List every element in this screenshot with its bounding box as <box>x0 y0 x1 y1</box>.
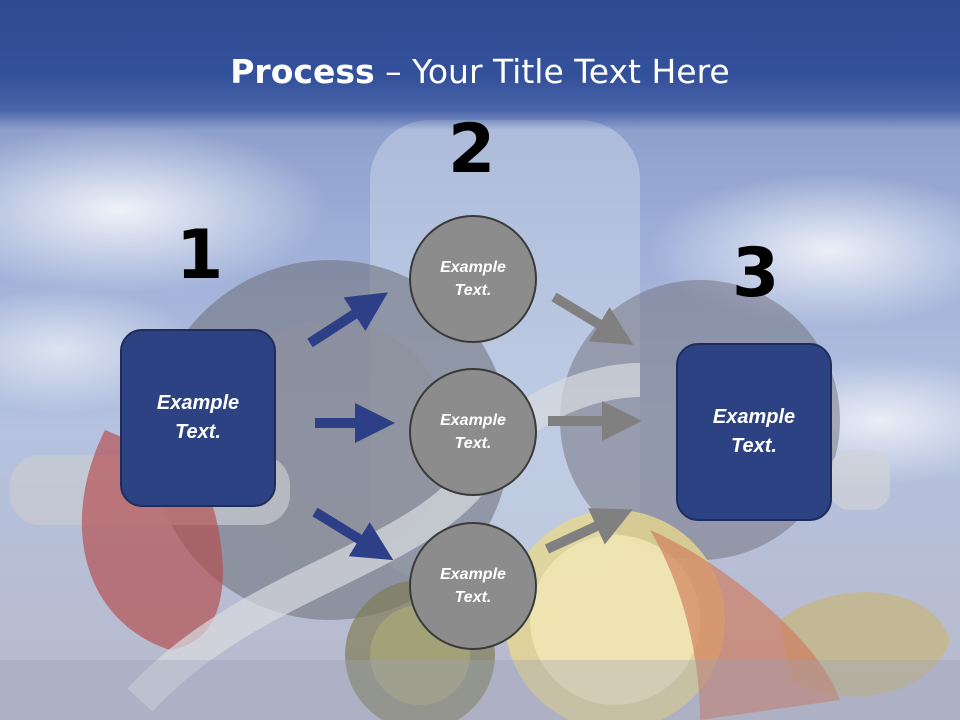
step-number-1: 1 <box>176 216 224 295</box>
arrow-gray-up <box>544 508 633 554</box>
step-1-label: Example Text. <box>156 392 240 443</box>
step-3-label: Example Text. <box>712 406 796 457</box>
circle-top-label: Example Text. <box>440 258 506 299</box>
step-2-circle-top[interactable]: Example Text. <box>409 215 537 343</box>
step-1-box[interactable]: Example Text. <box>120 329 276 507</box>
step-number-2: 2 <box>448 110 496 189</box>
step-2-circle-middle[interactable]: Example Text. <box>409 368 537 496</box>
arrow-gray-down <box>551 292 634 345</box>
circle-bottom-label: Example Text. <box>440 565 506 606</box>
arrow-blue-down <box>312 507 394 561</box>
slide-title: Process – Your Title Text Here <box>0 52 960 91</box>
arrow-blue-up <box>307 292 388 348</box>
title-bold: Process <box>230 52 375 91</box>
circle-middle-label: Example Text. <box>440 411 506 452</box>
title-rest: – Your Title Text Here <box>374 52 730 91</box>
step-2-circle-bottom[interactable]: Example Text. <box>409 522 537 650</box>
title-bar <box>0 0 960 130</box>
step-3-box[interactable]: Example Text. <box>676 343 832 521</box>
step-number-3: 3 <box>732 234 780 313</box>
